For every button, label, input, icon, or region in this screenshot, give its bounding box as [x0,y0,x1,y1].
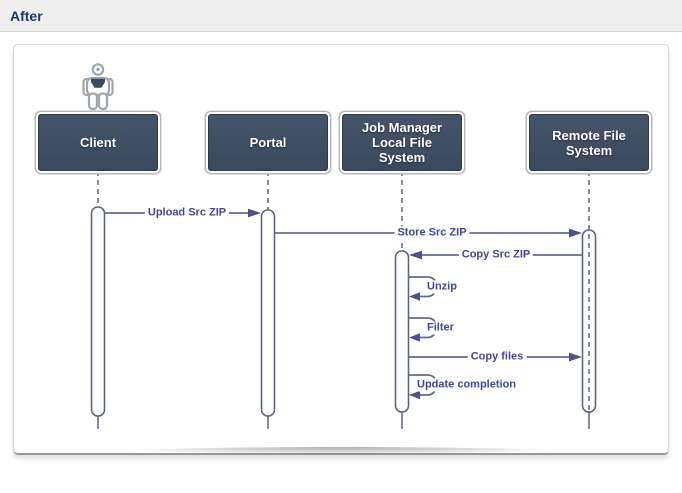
arrowhead-unzip [409,292,420,301]
lifeline-label-remote-file-system: Remote File System [552,127,626,158]
arrowhead-filter [409,333,420,342]
lifeline-label-job-manager: Job Manager Local File System [361,120,443,165]
message-label-copy-files: Copy files [467,350,527,364]
section-header: After [0,0,682,32]
lifeline-box-client: Client [38,114,158,171]
arrowhead-store-src-zip [569,228,582,238]
message-label-unzip: Unzip [424,280,460,294]
activation-bar-job-manager [394,250,410,413]
diagram-panel [13,44,669,469]
lifeline-box-job-manager: Job Manager Local File System [342,114,462,171]
message-label-copy-src-zip: Copy Src ZIP [458,248,534,262]
lifeline-box-portal: Portal [208,114,328,171]
lifeline-box-remote-file-system: Remote File System [529,114,649,171]
message-label-filter: Filter [424,321,457,335]
message-label-update-completion: Update completion [414,378,520,392]
arrowhead-update-completion [409,390,420,400]
actor-icon [82,63,114,111]
page-title: After [10,8,43,24]
message-label-upload-src-zip: Upload Src ZIP [144,206,230,220]
message-label-store-src-zip: Store Src ZIP [394,226,470,240]
activation-bar-portal [260,209,276,417]
arrowhead-copy-src-zip [409,250,422,260]
activation-bar-client [90,206,106,417]
activation-bar-remote-file-system [581,229,597,413]
arrowhead-upload-src-zip [248,208,261,218]
arrowhead-copy-files [569,352,582,362]
lifeline-label-portal: Portal [249,135,287,150]
lifeline-label-client: Client [79,135,117,150]
